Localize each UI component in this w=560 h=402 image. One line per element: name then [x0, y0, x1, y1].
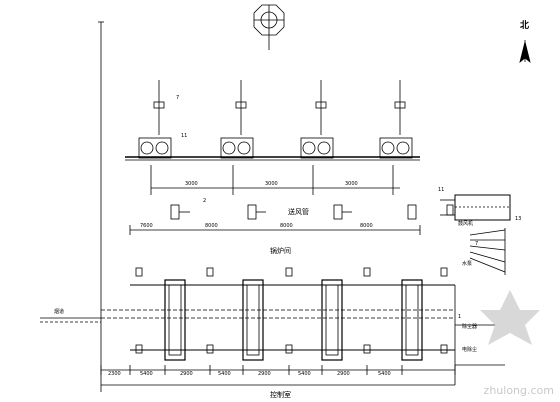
north-arrow-compass	[253, 4, 285, 50]
bottom-dim-2: 5400	[140, 371, 153, 377]
right-bottom-label: 电除尘	[462, 347, 478, 353]
bottom-dimension-line	[100, 365, 456, 386]
upper-pipe-label: 送风管	[288, 208, 309, 216]
callout-7: 7	[475, 241, 479, 247]
watermark-text: zhulong.com	[483, 384, 554, 397]
upper-dim-3: 3000	[345, 181, 358, 187]
building-columns	[135, 267, 448, 354]
upper-dim-1: 3000	[185, 181, 198, 187]
mid-dim-4: 8000	[360, 223, 373, 229]
mid-dim-1: 7600	[140, 223, 153, 229]
north-arrow-icon	[519, 40, 531, 64]
bottom-dim-7: 2900	[337, 371, 350, 377]
control-room-label: 控制室	[270, 391, 291, 399]
bottom-dim-5: 2900	[258, 371, 271, 377]
callout-2: 2	[203, 198, 207, 204]
blower-row	[170, 204, 417, 220]
north-label: 北	[520, 21, 530, 31]
bottom-dim-3: 2900	[180, 371, 193, 377]
bottom-dim-8: 5400	[378, 371, 391, 377]
mid-dim-3: 8000	[280, 223, 293, 229]
bottom-dim-6: 5400	[298, 371, 311, 377]
watermark-logo	[480, 290, 540, 345]
bottom-dim-4: 5400	[218, 371, 231, 377]
bottom-dim-1: 2300	[108, 371, 121, 377]
boiler-units	[164, 279, 423, 361]
fan-units-row	[125, 80, 420, 161]
boiler-room-frame	[101, 284, 455, 351]
right-low2-label: 除尘器	[462, 324, 478, 330]
right-top-label: 鼓风机	[458, 221, 474, 227]
mid-dim-2: 8000	[205, 223, 218, 229]
callout-1: 1	[458, 314, 462, 320]
left-pipe-label: 烟道	[54, 309, 65, 315]
dust-collector	[440, 194, 511, 221]
boiler-room-label: 锅炉间	[270, 247, 291, 255]
pump-lines	[469, 228, 506, 275]
upper-dimension-line	[150, 165, 400, 195]
upper-dim-2: 3000	[265, 181, 278, 187]
callout-4: 11	[181, 133, 188, 139]
callout-3: 7	[176, 95, 180, 101]
callout-13: 13	[515, 216, 522, 222]
right-low1-label: 水泵	[462, 261, 473, 267]
callout-11: 11	[438, 187, 445, 193]
